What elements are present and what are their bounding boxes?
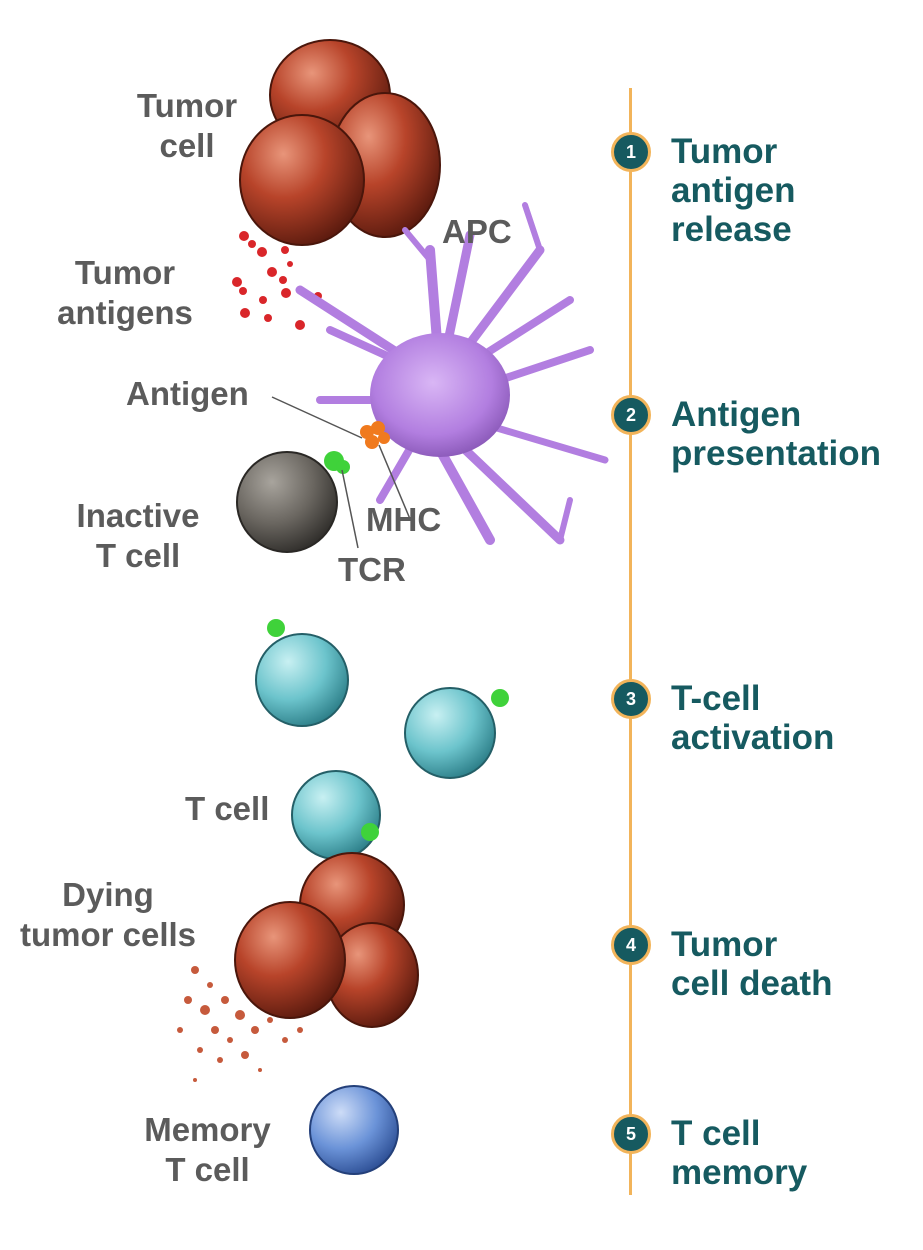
activated-t-cells xyxy=(255,619,509,860)
step-1-title: Tumor antigen release xyxy=(671,132,795,249)
step-line: Antigen xyxy=(671,395,802,434)
label-dying-tumor-cells: Dying tumor cells xyxy=(8,875,208,955)
label-line: tumor cells xyxy=(19,916,197,953)
step-3-title: T-cell activation xyxy=(671,679,834,757)
step-5-badge: 5 xyxy=(611,1114,651,1154)
inactive-t-cell xyxy=(236,451,350,553)
leader-lines xyxy=(271,396,411,549)
apc-cell xyxy=(295,202,609,545)
tumor-cell-cluster xyxy=(239,39,441,246)
tumor-debris xyxy=(177,966,303,1082)
step-line: Tumor xyxy=(671,925,778,964)
label-memory-t-cell: Memory T cell xyxy=(130,1110,285,1190)
step-5-title: T cell memory xyxy=(671,1114,807,1192)
step-4-title: Tumor cell death xyxy=(671,925,832,1003)
step-line: antigen xyxy=(671,171,796,210)
label-tumor-cell: Tumor cell xyxy=(112,86,262,166)
label-mhc: MHC xyxy=(366,501,442,538)
label-line: T cell xyxy=(165,1151,250,1188)
tumor-antigen-particles xyxy=(232,231,322,330)
label-inactive-t-cell: Inactive T cell xyxy=(58,496,218,576)
label-line: Memory xyxy=(144,1111,271,1148)
step-4-badge: 4 xyxy=(611,925,651,965)
label-tcr: TCR xyxy=(338,551,406,588)
timeline-line xyxy=(629,88,632,1195)
label-antigen: Antigen xyxy=(126,375,249,412)
label-line: cell xyxy=(159,127,215,164)
step-line: memory xyxy=(671,1153,808,1192)
label-line: T cell xyxy=(95,537,181,574)
step-line: cell death xyxy=(671,964,833,1003)
step-line: activation xyxy=(671,718,835,757)
step-3-badge: 3 xyxy=(611,679,651,719)
label-line: Inactive xyxy=(76,497,200,534)
label-line: Tumor xyxy=(74,254,176,291)
label-apc: APC xyxy=(442,213,512,250)
label-line: Tumor xyxy=(136,87,238,124)
step-line: release xyxy=(671,210,792,249)
label-line: antigens xyxy=(57,294,193,331)
step-2-badge: 2 xyxy=(611,395,651,435)
step-line: Tumor xyxy=(671,132,778,171)
mhc-complex xyxy=(360,421,390,449)
dying-tumor-cells xyxy=(234,852,419,1028)
label-tumor-antigens: Tumor antigens xyxy=(40,253,210,333)
step-1-badge: 1 xyxy=(611,132,651,172)
memory-t-cell xyxy=(309,1085,399,1175)
label-t-cell: T cell xyxy=(185,790,270,827)
step-line: T cell xyxy=(671,1114,761,1153)
step-line: T-cell xyxy=(671,679,761,718)
step-line: presentation xyxy=(671,434,882,473)
label-line: Dying xyxy=(62,876,154,913)
step-2-title: Antigen presentation xyxy=(671,395,881,473)
